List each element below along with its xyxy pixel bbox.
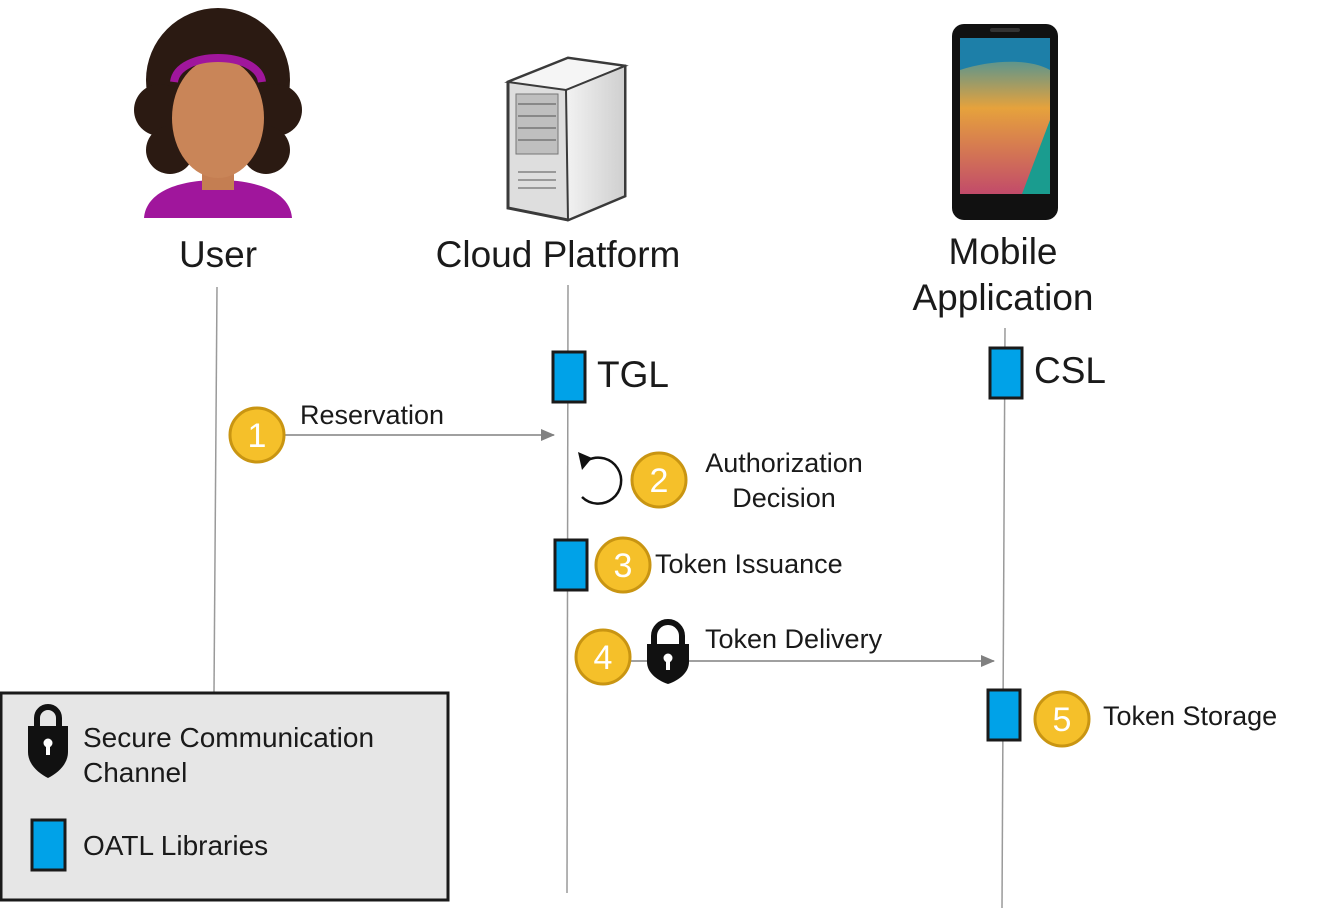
reservation-label: Reservation xyxy=(300,400,445,430)
mobile-lifeline xyxy=(1001,327,1006,909)
smartphone-icon xyxy=(952,24,1058,220)
legend-padlock-icon xyxy=(28,704,68,778)
step-3-badge: 3 xyxy=(594,536,652,594)
step-2-badge: 2 xyxy=(630,451,688,509)
token-storage-label: Token Storage xyxy=(1103,701,1278,731)
token-issuance-library-block xyxy=(553,538,589,592)
legend-secure-label-line2: Channel xyxy=(83,757,188,788)
authorization-label-line1: Authorization xyxy=(705,448,863,478)
user-lifeline xyxy=(213,286,218,693)
step-4-number: 4 xyxy=(594,639,613,677)
step-3-number: 3 xyxy=(614,547,633,585)
circular-arrow-icon xyxy=(578,452,623,505)
server-tower-icon xyxy=(504,56,629,222)
tgl-library-block xyxy=(551,350,587,404)
token-issuance-label: Token Issuance xyxy=(655,549,843,579)
token-delivery-label: Token Delivery xyxy=(705,624,883,654)
tgl-label: TGL xyxy=(597,354,669,395)
cloud-platform-label: Cloud Platform xyxy=(435,234,681,275)
legend-library-block xyxy=(30,818,67,872)
step-2-number: 2 xyxy=(650,462,669,500)
mobile-label-line2: Application xyxy=(912,277,1094,318)
step-5-number: 5 xyxy=(1053,701,1072,739)
user-label: User xyxy=(178,234,258,275)
legend-secure-label-line1: Secure Communication xyxy=(83,722,375,753)
csl-library-block xyxy=(988,346,1024,400)
step-1-badge: 1 xyxy=(228,406,286,464)
csl-label: CSL xyxy=(1034,350,1106,391)
step-1-number: 1 xyxy=(248,417,267,455)
authorization-label-line2: Decision xyxy=(732,483,836,513)
step-4-badge: 4 xyxy=(574,628,632,686)
mobile-label-line1: Mobile xyxy=(948,231,1058,272)
legend-oatl-label: OATL Libraries xyxy=(83,830,269,861)
token-storage-library-block xyxy=(986,688,1022,742)
user-avatar-icon xyxy=(134,8,302,218)
legend-box xyxy=(0,691,450,902)
padlock-icon xyxy=(647,619,689,684)
step-5-badge: 5 xyxy=(1033,690,1091,748)
